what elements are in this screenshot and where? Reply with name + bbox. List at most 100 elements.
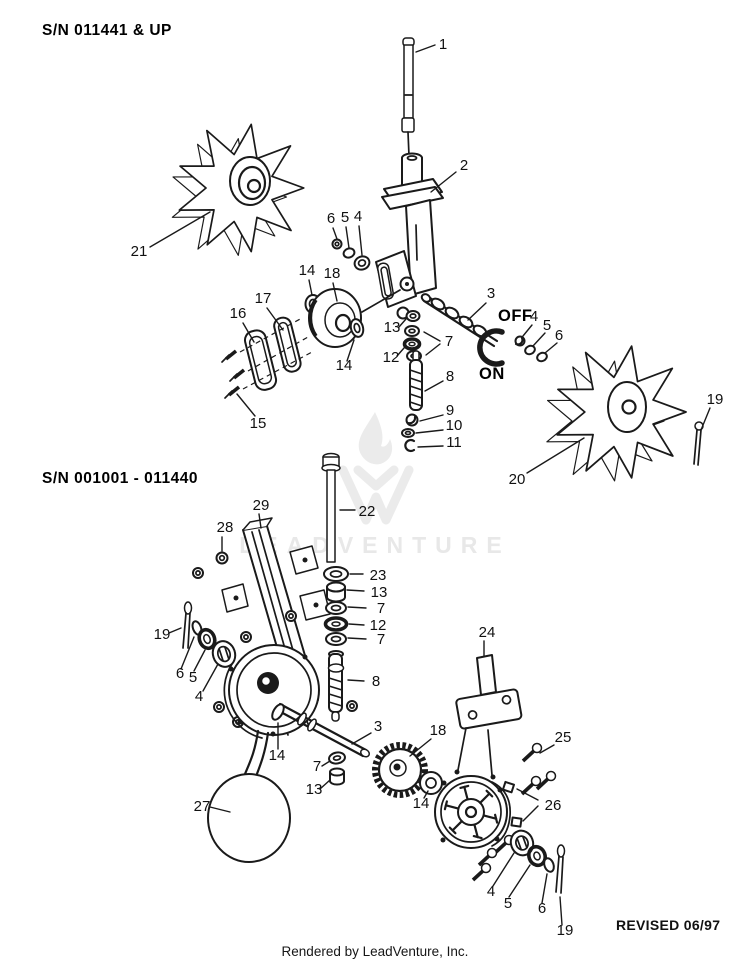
part-ring-5-lower: 5 bbox=[504, 844, 547, 912]
callout-u13: 13 bbox=[384, 319, 401, 336]
callout-u19: 19 bbox=[707, 391, 724, 408]
part-washer-10: 10 bbox=[401, 417, 462, 438]
callout-l18: 18 bbox=[430, 722, 447, 739]
callout-u14b: 14 bbox=[336, 357, 353, 374]
callout-u21: 21 bbox=[131, 243, 148, 260]
callout-u8: 8 bbox=[446, 368, 454, 385]
callout-l7b: 7 bbox=[377, 631, 385, 648]
callout-u3: 3 bbox=[487, 285, 495, 302]
revised-date: REVISED 06/97 bbox=[616, 917, 720, 933]
part-washer-14-lower-right: 14 bbox=[413, 771, 443, 812]
leadventure-watermark: LEADVENTURE bbox=[239, 412, 511, 558]
serial-range-top: S/N 011441 & UP bbox=[42, 22, 172, 39]
part-drag-stake-27: 27 bbox=[194, 729, 291, 863]
part-rod-22: 22 bbox=[321, 452, 376, 563]
callout-u4b: 4 bbox=[530, 308, 538, 325]
part-bushing-13-lower: 13 bbox=[306, 767, 345, 798]
callout-u18: 18 bbox=[324, 265, 341, 282]
part-washer-14-upper-right: 14 bbox=[336, 318, 365, 374]
callout-l22: 22 bbox=[359, 503, 376, 520]
callout-l7a: 7 bbox=[377, 600, 385, 617]
part-shift-rod-1: 1 bbox=[401, 36, 447, 157]
impeller-gear bbox=[443, 784, 499, 840]
callout-l4a: 4 bbox=[195, 688, 203, 705]
watermark-text: LEADVENTURE bbox=[239, 532, 511, 558]
callout-u16: 16 bbox=[230, 305, 247, 322]
part-shift-link-3-upper: 3 OFF ON bbox=[420, 285, 532, 383]
callout-u2: 2 bbox=[460, 157, 468, 174]
callout-l29: 29 bbox=[253, 497, 270, 514]
callout-u4a: 4 bbox=[354, 208, 362, 225]
part-worm-8-lower: 8 bbox=[327, 650, 380, 722]
part-washer-stack-lower: 23 13 7 12 7 bbox=[323, 566, 388, 648]
rendered-by-credit: Rendered by LeadVenture, Inc. bbox=[282, 944, 469, 959]
callout-u6b: 6 bbox=[555, 327, 563, 344]
callout-l19b: 19 bbox=[557, 922, 574, 939]
part-gear-18-upper: 18 bbox=[308, 265, 401, 348]
callout-l24: 24 bbox=[479, 624, 496, 641]
callout-l4b: 4 bbox=[487, 883, 495, 900]
part-fasteners-654-upper: 6 5 4 bbox=[327, 208, 371, 271]
part-bracket-24: 24 bbox=[454, 624, 523, 780]
callout-u5b: 5 bbox=[543, 317, 551, 334]
part-worm-8-upper: 8 bbox=[409, 350, 454, 411]
part-gear-18-lower: 18 bbox=[372, 722, 447, 798]
callout-u12: 12 bbox=[383, 349, 400, 366]
callout-l12: 12 bbox=[370, 617, 387, 634]
part-cotter-pin-19-lower-left: 19 bbox=[154, 601, 193, 649]
part-clip-11: 11 bbox=[404, 434, 462, 453]
part-nut-28: 28 bbox=[215, 519, 234, 565]
callout-u15: 15 bbox=[250, 415, 267, 432]
callout-l3: 3 bbox=[374, 718, 382, 735]
callout-u1: 1 bbox=[439, 36, 447, 53]
part-screws-15: 15 bbox=[221, 317, 313, 432]
part-cotter-pin-19-upper: 19 bbox=[693, 391, 724, 466]
part-ring-13-upper: 13 bbox=[384, 310, 421, 336]
part-bolts-25: 25 bbox=[471, 729, 572, 882]
callout-l14b: 14 bbox=[413, 795, 430, 812]
serial-range-bottom: S/N 001001 - 011440 bbox=[42, 470, 198, 487]
flame-icon bbox=[358, 412, 393, 465]
part-cotter-pin-19-lower-right: 19 bbox=[555, 844, 574, 939]
callout-l19a: 19 bbox=[154, 626, 171, 643]
callout-u14a: 14 bbox=[299, 262, 316, 279]
part-fasteners-456-right: 4 5 6 bbox=[514, 308, 563, 363]
off-label: OFF bbox=[498, 307, 533, 325]
callout-l7c: 7 bbox=[313, 758, 321, 775]
part-washer-6-lower: 6 bbox=[538, 857, 555, 917]
callout-l14a: 14 bbox=[269, 747, 286, 764]
callout-l5a: 5 bbox=[189, 669, 197, 686]
part-plate-16: 16 bbox=[230, 305, 278, 391]
part-gearbox-housing-right bbox=[434, 775, 512, 849]
part-washer-7-lower: 7 bbox=[313, 751, 346, 775]
callout-l13b: 13 bbox=[306, 781, 323, 798]
callout-u7: 7 bbox=[445, 333, 453, 350]
monogram-icon bbox=[338, 465, 414, 525]
callout-u9: 9 bbox=[446, 402, 454, 419]
callout-u6a: 6 bbox=[327, 210, 335, 227]
callout-l23: 23 bbox=[370, 567, 387, 584]
part-tine-wheel-21: 21 bbox=[131, 123, 305, 260]
part-plate-17: 17 bbox=[255, 290, 302, 373]
callout-u17: 17 bbox=[255, 290, 272, 307]
callout-u5a: 5 bbox=[341, 209, 349, 226]
callout-l26: 26 bbox=[545, 797, 562, 814]
callout-l28: 28 bbox=[217, 519, 234, 536]
on-label: ON bbox=[479, 365, 505, 383]
part-housing-2: 2 bbox=[375, 152, 468, 320]
part-tine-wheel-20: 20 bbox=[509, 345, 687, 488]
callout-u11: 11 bbox=[446, 434, 462, 451]
callout-l25: 25 bbox=[555, 729, 572, 746]
callout-l5b: 5 bbox=[504, 895, 512, 912]
part-bushing-4-lower: 4 bbox=[487, 829, 535, 900]
callout-l6a: 6 bbox=[176, 665, 184, 682]
callout-l27: 27 bbox=[194, 798, 211, 815]
shift-clip bbox=[477, 328, 505, 367]
callout-l6b: 6 bbox=[538, 900, 546, 917]
part-shaft-3-lower: 14 3 bbox=[269, 702, 382, 764]
part-nuts-26: 26 bbox=[501, 780, 562, 828]
callout-l8: 8 bbox=[372, 673, 380, 690]
callout-l13a: 13 bbox=[371, 584, 388, 601]
